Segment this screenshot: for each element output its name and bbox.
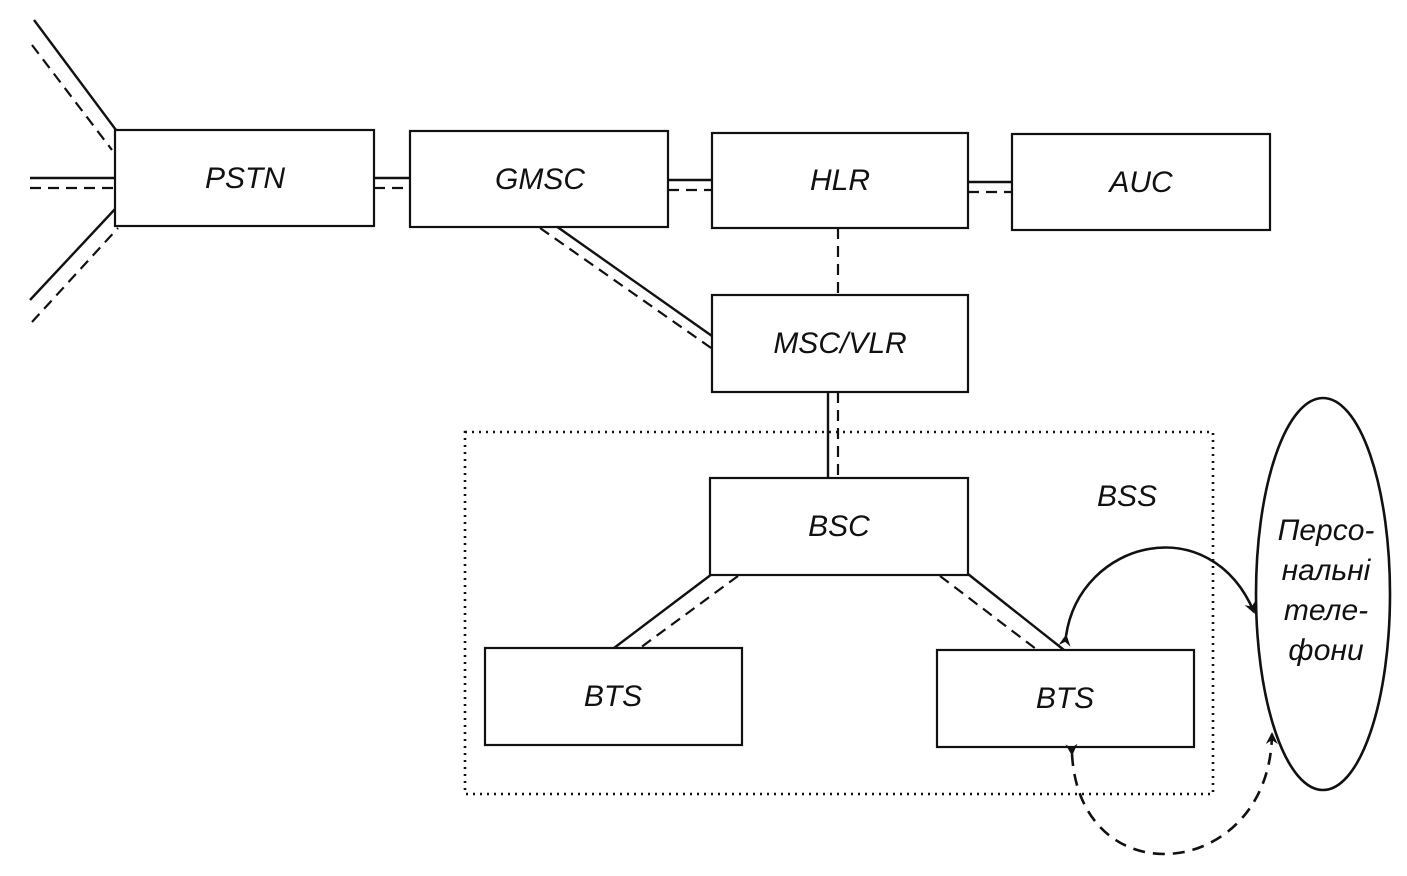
link-pstn-gmsc — [374, 176, 410, 190]
bts-left-label: BTS — [584, 680, 642, 713]
link-bsc-bts-left — [613, 573, 739, 649]
link-bsc-bts-right — [939, 573, 1065, 653]
gmsc-label: GMSC — [495, 163, 585, 196]
bsc-node: BSC — [708, 476, 970, 577]
gmsc-node: GMSC — [408, 129, 670, 229]
msc-vlr-node: MSC/VLR — [710, 293, 970, 394]
hlr-label: HLR — [810, 164, 870, 197]
bss-group-boundary — [463, 430, 1215, 796]
bts-left-node: BTS — [483, 646, 744, 747]
msc-vlr-label: MSC/VLR — [773, 327, 906, 360]
phones-label-line-4: фони — [1288, 634, 1364, 667]
phones-label-line-2: нальні — [1282, 554, 1372, 587]
hlr-node: HLR — [710, 131, 970, 230]
bts-right-label: BTS — [1036, 682, 1094, 715]
bss-group-label: BSS — [1097, 480, 1157, 513]
link-gmsc-msc — [539, 225, 715, 351]
phones-label-line-3: теле- — [1284, 594, 1368, 627]
radio-link-dashed-arrow — [1065, 732, 1278, 856]
pstn-trunk-lines — [29, 19, 119, 323]
pstn-node: PSTN — [113, 128, 376, 228]
link-hlr-auc — [968, 180, 1012, 194]
phones-label-line-1: Персо- — [1278, 514, 1375, 547]
auc-node: AUC — [1010, 132, 1272, 232]
auc-label: AUC — [1107, 166, 1173, 199]
bts-right-node: BTS — [935, 648, 1196, 749]
radio-link-solid-arrow — [1058, 546, 1256, 647]
link-gmsc-hlr — [668, 178, 712, 192]
personal-phones-node: Персо- нальні теле- фони — [1254, 396, 1392, 792]
link-msc-bsc — [826, 392, 840, 478]
bsc-label: BSC — [808, 510, 870, 543]
pstn-label: PSTN — [205, 162, 285, 195]
